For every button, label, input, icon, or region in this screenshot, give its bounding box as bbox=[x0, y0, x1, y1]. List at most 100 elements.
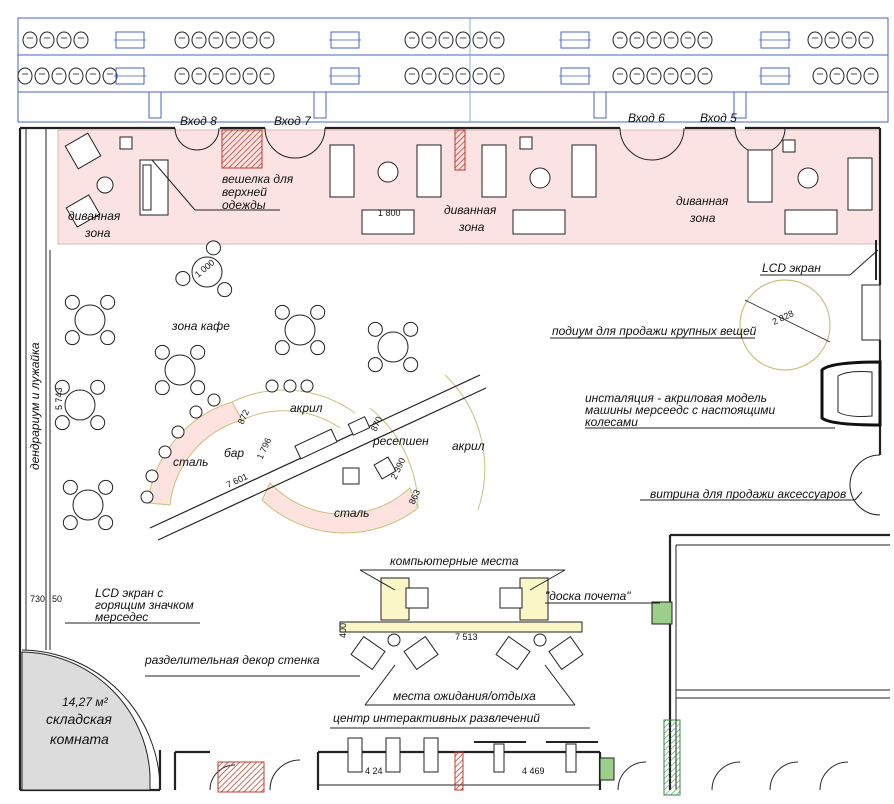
installation-label-1: инсталяция - акриловая модель bbox=[585, 391, 767, 405]
sofa-zone-center-label-2: зона bbox=[458, 220, 485, 234]
cafe-chair bbox=[274, 340, 290, 356]
car-icon bbox=[68, 67, 84, 85]
entrance-6-label: Вход 6 bbox=[628, 111, 665, 125]
car-icon bbox=[858, 31, 874, 49]
storage-room bbox=[21, 649, 161, 791]
storage-label-1: складская bbox=[46, 711, 112, 727]
car-icon bbox=[242, 31, 258, 49]
car-icon bbox=[404, 67, 420, 85]
car-icon bbox=[629, 67, 645, 85]
parking-strip bbox=[17, 17, 889, 123]
dim-50: 50 bbox=[52, 594, 62, 604]
dim-5743: 5 743 bbox=[54, 387, 64, 410]
dim-872: 872 bbox=[236, 408, 251, 426]
cafe-chair bbox=[217, 282, 233, 298]
cafe-chair bbox=[90, 379, 106, 395]
car-icon bbox=[22, 31, 38, 49]
installation-label-2: машины мерсеедс с настоящими bbox=[585, 403, 775, 417]
car-icon bbox=[85, 67, 101, 85]
cafe-table bbox=[377, 331, 409, 363]
dim-1800: 1 800 bbox=[378, 208, 401, 218]
car-icon bbox=[73, 31, 89, 49]
car-icon bbox=[56, 31, 72, 49]
cafe-tables bbox=[54, 240, 419, 531]
cafe-table bbox=[64, 389, 96, 421]
blue-post-icon bbox=[733, 91, 747, 119]
lcd-screen-right bbox=[861, 284, 881, 341]
car-icon bbox=[663, 31, 679, 49]
car-icon bbox=[472, 67, 488, 85]
showcase-label: витрина для продажи аксессуаров bbox=[650, 487, 846, 501]
car-icon bbox=[242, 67, 258, 85]
dendrarium-label: дендрариум и лужайка bbox=[28, 342, 42, 470]
dim-4469: 4 469 bbox=[522, 766, 545, 776]
dim-2390: 2 390 bbox=[389, 456, 408, 481]
dendrarium-strip bbox=[25, 128, 51, 650]
bar-reception bbox=[140, 374, 487, 541]
car-icon bbox=[680, 67, 696, 85]
coat-rack-bottom bbox=[217, 761, 265, 793]
cafe-chair bbox=[90, 415, 106, 431]
car-icon bbox=[829, 67, 845, 85]
computer-places bbox=[359, 569, 566, 621]
blue-post-icon bbox=[148, 91, 162, 119]
cafe-chair bbox=[367, 357, 383, 373]
cafe-table bbox=[164, 354, 196, 386]
computers-label: компьютерные места bbox=[390, 554, 519, 568]
coat-rack-label-2: верхней bbox=[222, 185, 267, 199]
blue-post-icon bbox=[313, 91, 327, 119]
cafe-chair bbox=[154, 380, 170, 396]
coat-rack-label-1: вешелка для bbox=[222, 172, 294, 186]
car-icon bbox=[225, 67, 241, 85]
dim-7513: 7 513 bbox=[455, 632, 478, 642]
honor-board-label: "доска почета" bbox=[545, 589, 631, 603]
right-rooms bbox=[599, 533, 890, 796]
car-icon bbox=[174, 31, 190, 49]
blue-post-icon bbox=[593, 91, 607, 119]
car-icon bbox=[612, 31, 628, 49]
hatch-post-bottom bbox=[454, 751, 464, 791]
sofa-zone-right-label-1: диванная bbox=[676, 194, 729, 208]
lcd-left-label-1: LCD экран с bbox=[95, 586, 163, 600]
decor-wall bbox=[339, 621, 583, 633]
cafe-chair bbox=[190, 380, 206, 396]
cafe-chair bbox=[98, 479, 114, 495]
leader-lines bbox=[65, 159, 879, 706]
cafe-chair bbox=[100, 294, 116, 310]
dim-7601: 7 601 bbox=[225, 471, 250, 490]
car-icon bbox=[174, 67, 190, 85]
acryl-top-label: акрил bbox=[290, 401, 323, 415]
sofa-zone-left-label-2: зона bbox=[84, 226, 111, 240]
car-icon bbox=[455, 31, 471, 49]
lcd-left-label-3: мерседес bbox=[95, 610, 148, 624]
car-icon bbox=[191, 67, 207, 85]
car-icon bbox=[259, 31, 275, 49]
dim-870: 870 bbox=[369, 415, 384, 433]
cafe-zone-label: зона кафе bbox=[171, 319, 230, 333]
car-icon bbox=[841, 31, 857, 49]
car-icon bbox=[489, 31, 505, 49]
cafe-chair bbox=[403, 357, 419, 373]
reception-label: ресепшен bbox=[372, 434, 429, 448]
entrance-8-label: Вход 8 bbox=[180, 114, 217, 128]
car-installation bbox=[820, 360, 882, 427]
cafe-chair bbox=[62, 515, 78, 531]
dim-730: 730 bbox=[30, 594, 45, 604]
car-icon bbox=[17, 67, 33, 85]
steel-left-label: сталь bbox=[173, 455, 208, 469]
coat-rack-small bbox=[454, 129, 466, 171]
car-icon bbox=[646, 67, 662, 85]
car-icon bbox=[39, 31, 55, 49]
cafe-chair bbox=[274, 304, 290, 320]
bar-label: бар bbox=[224, 446, 244, 460]
coat-rack bbox=[221, 129, 263, 169]
acryl-right-label: акрил bbox=[452, 439, 485, 453]
storage-area-label: 14,27 м² bbox=[62, 695, 109, 709]
dim-2828: 2 828 bbox=[771, 308, 796, 327]
car-icon bbox=[489, 67, 505, 85]
car-icon bbox=[51, 67, 67, 85]
waiting-label: места ожидания/отдыха bbox=[393, 689, 536, 703]
dim-400: 400 bbox=[338, 623, 348, 638]
cafe-chair bbox=[310, 340, 326, 356]
